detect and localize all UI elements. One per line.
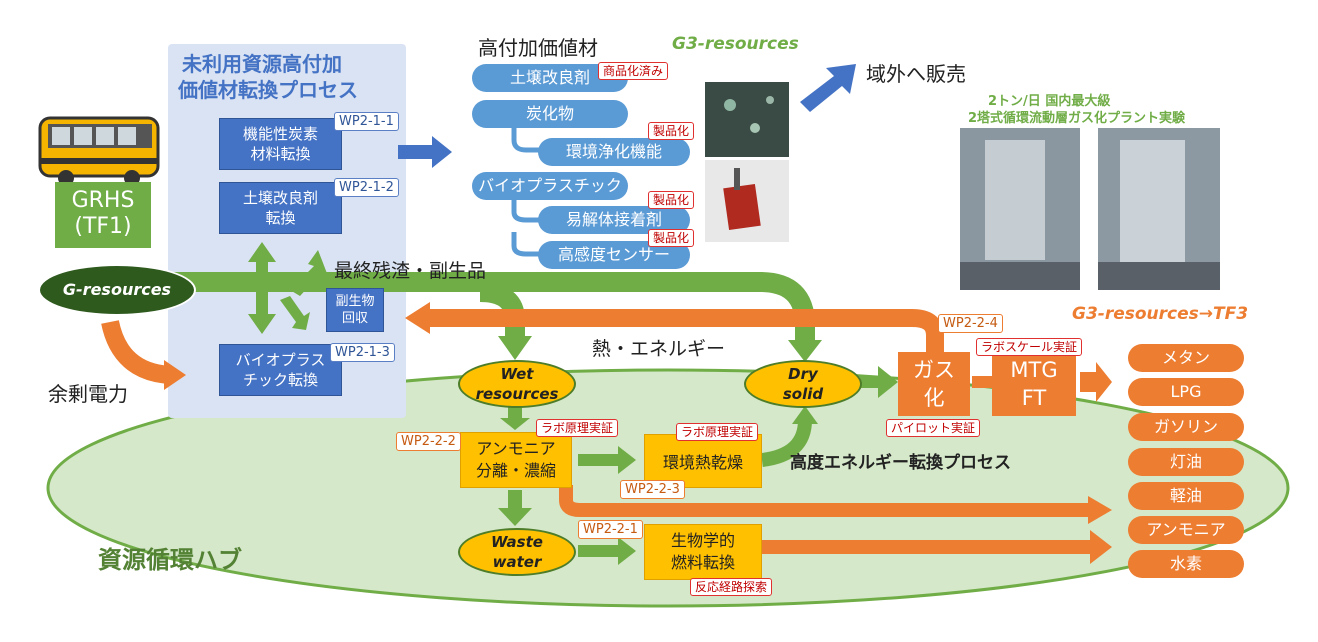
pilot-tag: パイロット実証 (886, 419, 981, 437)
env-purification-pill: 環境浄化機能 (538, 138, 690, 166)
soil-conversion-line2: 転換 (265, 209, 296, 227)
ammonia-line2: 分離・濃縮 (475, 461, 556, 480)
waste-water-oval: Waste water (458, 528, 576, 576)
soil-conversion-line1: 土壌改良剤 (242, 189, 318, 207)
g-resources-label: G-resources (62, 280, 172, 299)
waste-line2: water (492, 553, 542, 571)
wp-2-1-3: WP2-1-3 (330, 343, 395, 362)
sensor-product-tag: 製品化 (648, 229, 695, 247)
ammonia-lab-tag: ラボ原理実証 (536, 419, 619, 437)
residue-label: 最終残渣・副生品 (334, 260, 487, 282)
product-kerosene: 灯油 (1128, 448, 1244, 476)
mtg-line1: MTG (1010, 358, 1058, 382)
carbon-material-box: 機能性炭素 材料転換 (219, 118, 342, 170)
bioplastic-pill: バイオプラスチック (472, 172, 628, 200)
resource-hub-label: 資源循環ハブ (98, 546, 242, 574)
bioplastic-conversion-box: バイオプラス チック転換 (219, 344, 342, 396)
carbide-pill: 炭化物 (472, 100, 628, 128)
blue-arrow-right (398, 136, 452, 168)
bus-icon (38, 116, 160, 186)
wp-2-2-3: WP2-2-3 (620, 480, 685, 499)
dry-solid-oval: Dry solid (744, 360, 862, 408)
g-resources-oval: G-resources (38, 264, 196, 316)
mtg-line2: FT (1021, 386, 1047, 410)
surplus-power-label: 余剰電力 (48, 382, 128, 406)
bio-route-tag: 反応経路探索 (690, 578, 773, 596)
grhs-sub: (TF1) (74, 214, 132, 239)
dry-line2: solid (782, 385, 824, 403)
dry-line1: Dry (788, 365, 818, 383)
grhs-label: GRHS (71, 188, 135, 213)
bioplastic-line2: チック転換 (242, 371, 318, 389)
product-hydrogen: 水素 (1128, 550, 1244, 578)
wp-2-1-2: WP2-1-2 (334, 178, 399, 197)
product-ammonia: アンモニア (1128, 516, 1244, 544)
energy-process-label: 高度エネルギー転換プロセス (790, 453, 1011, 473)
export-label: 域外へ販売 (866, 62, 966, 86)
heat-return-arrow (425, 309, 944, 352)
product-lpg: LPG (1128, 378, 1244, 406)
adhesive-product-tag: 製品化 (648, 191, 695, 209)
commercialized-tag: 商品化済み (598, 62, 669, 80)
heat-energy-label: 熱・エネルギー (592, 338, 726, 360)
bio-fuel-box: 生物学的 燃料転換 (644, 524, 762, 580)
product-diesel: 軽油 (1128, 482, 1244, 510)
carbon-material-line1: 機能性炭素 (242, 125, 318, 143)
ammonia-separation-box: アンモニア 分離・濃縮 (460, 432, 572, 488)
wet-line2: resources (475, 385, 559, 403)
mtg-ft-box: MTG FT (992, 352, 1076, 416)
env-heat-drying-label: 環境熱乾燥 (662, 453, 743, 472)
gasification-line2: 化 (923, 386, 945, 410)
carbon-material-line2: 材料転換 (250, 145, 311, 163)
wp-2-2-1: WP2-2-1 (578, 520, 643, 539)
plant-caption-2: 2塔式循環流動層ガス化プラント実験 (968, 111, 1186, 126)
env-heat-drying-box: 環境熱乾燥 (644, 434, 762, 488)
env-product-tag: 製品化 (648, 122, 695, 140)
carbon-photo (705, 82, 789, 157)
wet-line1: Wet (500, 365, 534, 383)
waste-line1: Waste (491, 533, 543, 551)
wp-2-2-2: WP2-2-2 (396, 432, 461, 451)
wp-2-1-1: WP2-1-1 (334, 112, 399, 131)
lab-scale-tag: ラボスケール実証 (976, 338, 1083, 356)
high-value-title: 高付加価値材 (478, 36, 598, 60)
byproduct-recovery-box: 副生物 回収 (326, 288, 384, 332)
bio-line1: 生物学的 (670, 531, 735, 550)
product-methane: メタン (1128, 344, 1244, 372)
grhs-box: GRHS (TF1) (55, 182, 151, 248)
wp-2-2-4: WP2-2-4 (938, 314, 1003, 333)
g3-tf3-label: G3-resources→TF3 (1072, 304, 1249, 324)
product-gasoline: ガソリン (1128, 413, 1244, 441)
left-panel-title-1: 未利用資源高付加 (182, 52, 342, 76)
gasification-line1: ガス (913, 358, 955, 382)
plant-caption-1: 2トン/日 国内最大級 (988, 94, 1111, 109)
export-arrow (800, 64, 856, 112)
bio-line2: 燃料転換 (670, 553, 735, 572)
adhesive-pill: 易解体接着剤 (538, 206, 690, 234)
byproduct-line1: 副生物 (335, 294, 375, 309)
drying-lab-tag: ラボ原理実証 (676, 423, 759, 441)
byproduct-line2: 回収 (341, 311, 368, 326)
left-panel-title-2: 価値材転換プロセス (178, 78, 358, 102)
wet-resources-oval: Wet resources (458, 360, 576, 408)
g3-resources-label: G3-resources (672, 34, 799, 54)
gasification-box: ガス 化 (898, 352, 970, 416)
bioplastic-line1: バイオプラス (235, 351, 326, 369)
ammonia-line1: アンモニア (476, 439, 556, 458)
soil-conversion-box: 土壌改良剤 転換 (219, 182, 342, 234)
